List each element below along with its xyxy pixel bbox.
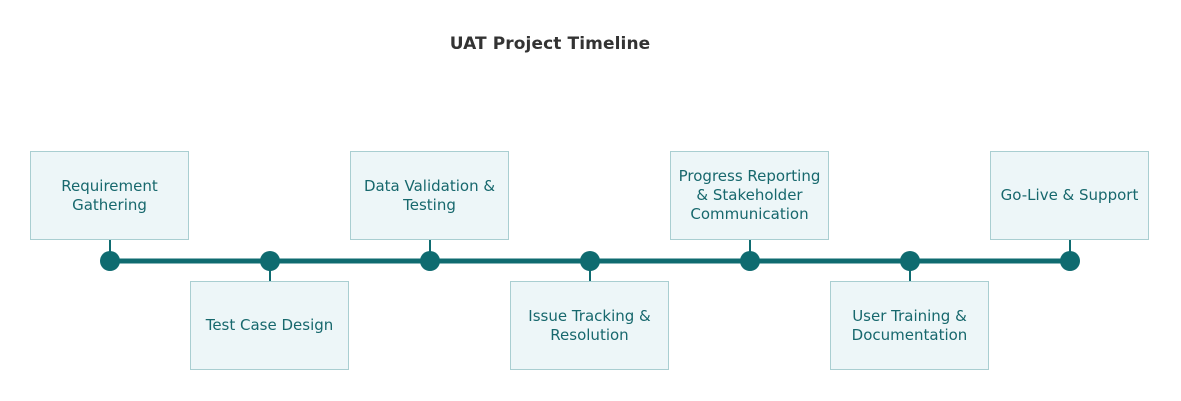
milestone-label: Test Case Design bbox=[205, 316, 334, 334]
milestone-label: User Training & Documentation bbox=[851, 306, 968, 344]
milestone-dot bbox=[1060, 251, 1080, 271]
milestone-label: Progress Reporting & Stakeholder Communi… bbox=[678, 167, 821, 223]
milestone-label: Requirement Gathering bbox=[61, 176, 158, 214]
milestone-dot bbox=[260, 251, 280, 271]
milestone-dot bbox=[740, 251, 760, 271]
milestone-box: Progress Reporting & Stakeholder Communi… bbox=[670, 151, 829, 240]
milestone-label: Issue Tracking & Resolution bbox=[528, 306, 651, 344]
milestone-box: Issue Tracking & Resolution bbox=[510, 281, 669, 370]
milestone-box: Go-Live & Support bbox=[990, 151, 1149, 240]
milestone-dot bbox=[100, 251, 120, 271]
milestone-dot bbox=[420, 251, 440, 271]
milestone-box: Requirement Gathering bbox=[30, 151, 189, 240]
milestone-box: User Training & Documentation bbox=[830, 281, 989, 370]
diagram-title: UAT Project Timeline bbox=[449, 34, 651, 54]
milestone-box: Data Validation & Testing bbox=[350, 151, 509, 240]
milestone-dot bbox=[900, 251, 920, 271]
milestone-label: Go-Live & Support bbox=[1000, 186, 1139, 204]
milestone-box: Test Case Design bbox=[190, 281, 349, 370]
milestone-label: Data Validation & Testing bbox=[363, 176, 496, 214]
milestone-dot bbox=[580, 251, 600, 271]
